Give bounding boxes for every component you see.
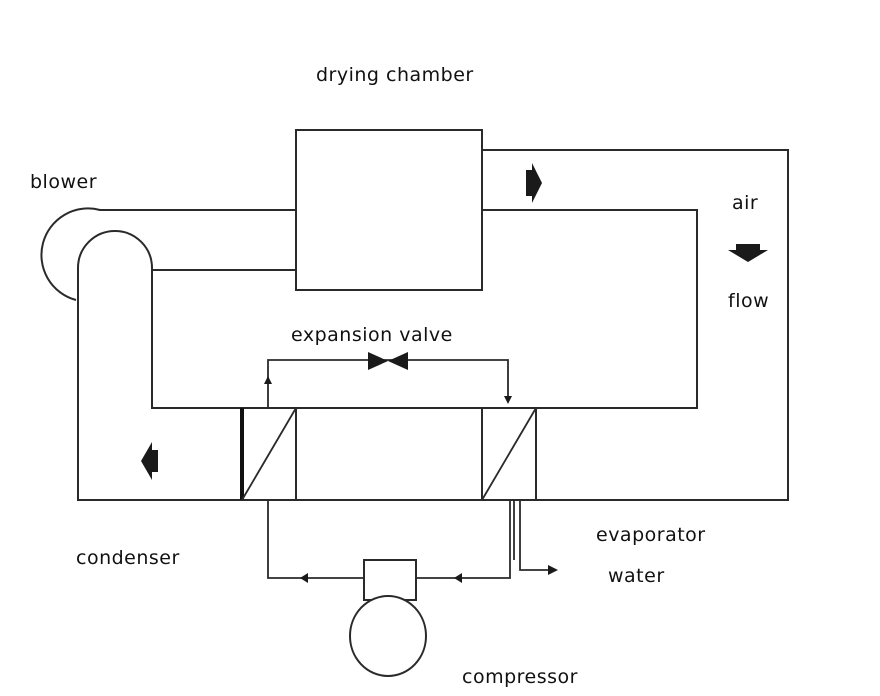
condenser-label: condenser [76, 547, 180, 569]
evaporator-label: evaporator [596, 524, 706, 546]
water-label: water [608, 565, 665, 587]
air-label: air [732, 192, 759, 214]
expansion-line [264, 359, 512, 408]
air-flow-arrow-left [141, 442, 158, 480]
compressor-line [267, 500, 511, 583]
expansion-valve-label: expansion valve [291, 324, 453, 346]
drying-chamber-box [295, 129, 483, 291]
expansion-valve-symbol [368, 352, 408, 370]
blower-label: blower [30, 171, 98, 193]
condenser-exchanger [240, 407, 297, 501]
outer-air-duct [77, 149, 789, 501]
flow-label: flow [728, 290, 770, 312]
evaporator-exchanger [481, 407, 537, 501]
inner-air-duct [151, 209, 698, 409]
air-flow-arrow-top [526, 163, 542, 203]
air-flow-arrow-down [728, 244, 768, 262]
blower-housing [40, 207, 296, 301]
blower-rotor [77, 230, 296, 300]
compressor-label: compressor [462, 666, 578, 688]
water-drain [513, 500, 558, 575]
compressor-unit [349, 559, 427, 677]
drying-chamber-label: drying chamber [316, 64, 474, 86]
